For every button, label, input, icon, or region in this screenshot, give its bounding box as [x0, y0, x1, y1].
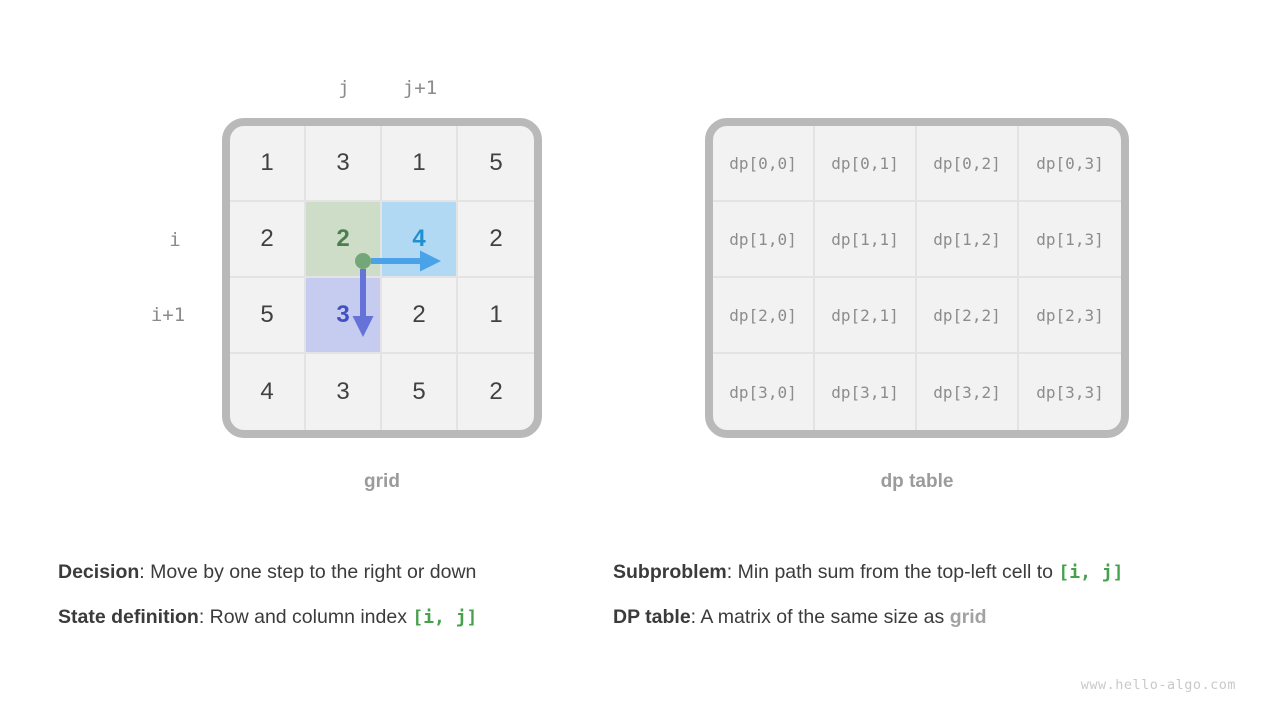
- row-label-i: i: [169, 229, 181, 251]
- dp-cell-3-0: dp[3,0]: [713, 354, 815, 430]
- dp-cell-2-0: dp[2,0]: [713, 278, 815, 354]
- grid-cell-0-2: 1: [382, 126, 458, 202]
- dp-cell-3-3: dp[3,3]: [1036, 382, 1104, 402]
- notes-right: Subproblem: Min path sum from the top-le…: [613, 550, 1123, 640]
- dp-cell-2-2: dp[2,2]: [917, 278, 1019, 354]
- grid-cell-3-2: 5: [382, 354, 458, 430]
- grid-cell-2-2: 2: [382, 278, 458, 354]
- grid-cell-1-1: 2: [306, 202, 382, 278]
- grid-cell-2-3: 1: [458, 278, 534, 354]
- dp-cell-3-1: dp[3,1]: [815, 354, 917, 430]
- row-label-i-plus-1: i+1: [150, 304, 186, 326]
- grid-cell-0-3: 5: [458, 126, 534, 202]
- grid-cell-1-0: 2: [230, 202, 306, 278]
- grid-cell-3-3: 2: [489, 378, 503, 405]
- dp-cell-1-2: dp[1,2]: [917, 202, 1019, 278]
- note-line: Decision: Move by one step to the right …: [58, 561, 477, 583]
- col-label-j-plus-1: j+1: [402, 77, 438, 99]
- col-label-j: j: [338, 77, 350, 99]
- grid-cell-2-1: 3: [306, 278, 382, 354]
- grid-caption: grid: [364, 471, 400, 492]
- dp-cell-0-1: dp[0,1]: [815, 126, 917, 202]
- grid-cell-0-1: 3: [306, 126, 382, 202]
- dp-cells: dp[0,0]dp[0,1]dp[0,2]dp[0,3]dp[1,0]dp[1,…: [713, 126, 1121, 430]
- notes-left: Decision: Move by one step to the right …: [58, 550, 477, 640]
- grid-cell-1-2: 4: [382, 202, 458, 278]
- dp-table: dp[0,0]dp[0,1]dp[0,2]dp[0,3]dp[1,0]dp[1,…: [705, 118, 1129, 438]
- dp-cell-1-0: dp[1,0]: [713, 202, 815, 278]
- dp-cell-0-2: dp[0,2]: [917, 126, 1019, 202]
- note-line: State definition: Row and column index […: [58, 606, 478, 628]
- grid-cell-2-0: 5: [230, 278, 306, 354]
- grid-cell-1-3: 2: [458, 202, 534, 278]
- dp-cell-3-2: dp[3,2]: [917, 354, 1019, 430]
- dp-cell-0-3: dp[0,3]: [1019, 126, 1121, 202]
- grid-cell-0-0: 1: [230, 126, 306, 202]
- watermark: www.hello-algo.com: [1080, 677, 1236, 693]
- dp-cell-2-1: dp[2,1]: [815, 278, 917, 354]
- dp-cell-0-0: dp[0,0]: [713, 126, 815, 202]
- grid-cell-3-0: 4: [230, 354, 306, 430]
- dp-cell-1-1: dp[1,1]: [815, 202, 917, 278]
- dp-cell-2-3: dp[2,3]: [1019, 278, 1121, 354]
- grid-cell-3-1: 3: [306, 354, 382, 430]
- note-line: DP table: A matrix of the same size as g…: [613, 606, 987, 628]
- dp-table-caption: dp table: [880, 471, 954, 492]
- note-line: Subproblem: Min path sum from the top-le…: [613, 561, 1124, 583]
- dp-cell-1-3: dp[1,3]: [1019, 202, 1121, 278]
